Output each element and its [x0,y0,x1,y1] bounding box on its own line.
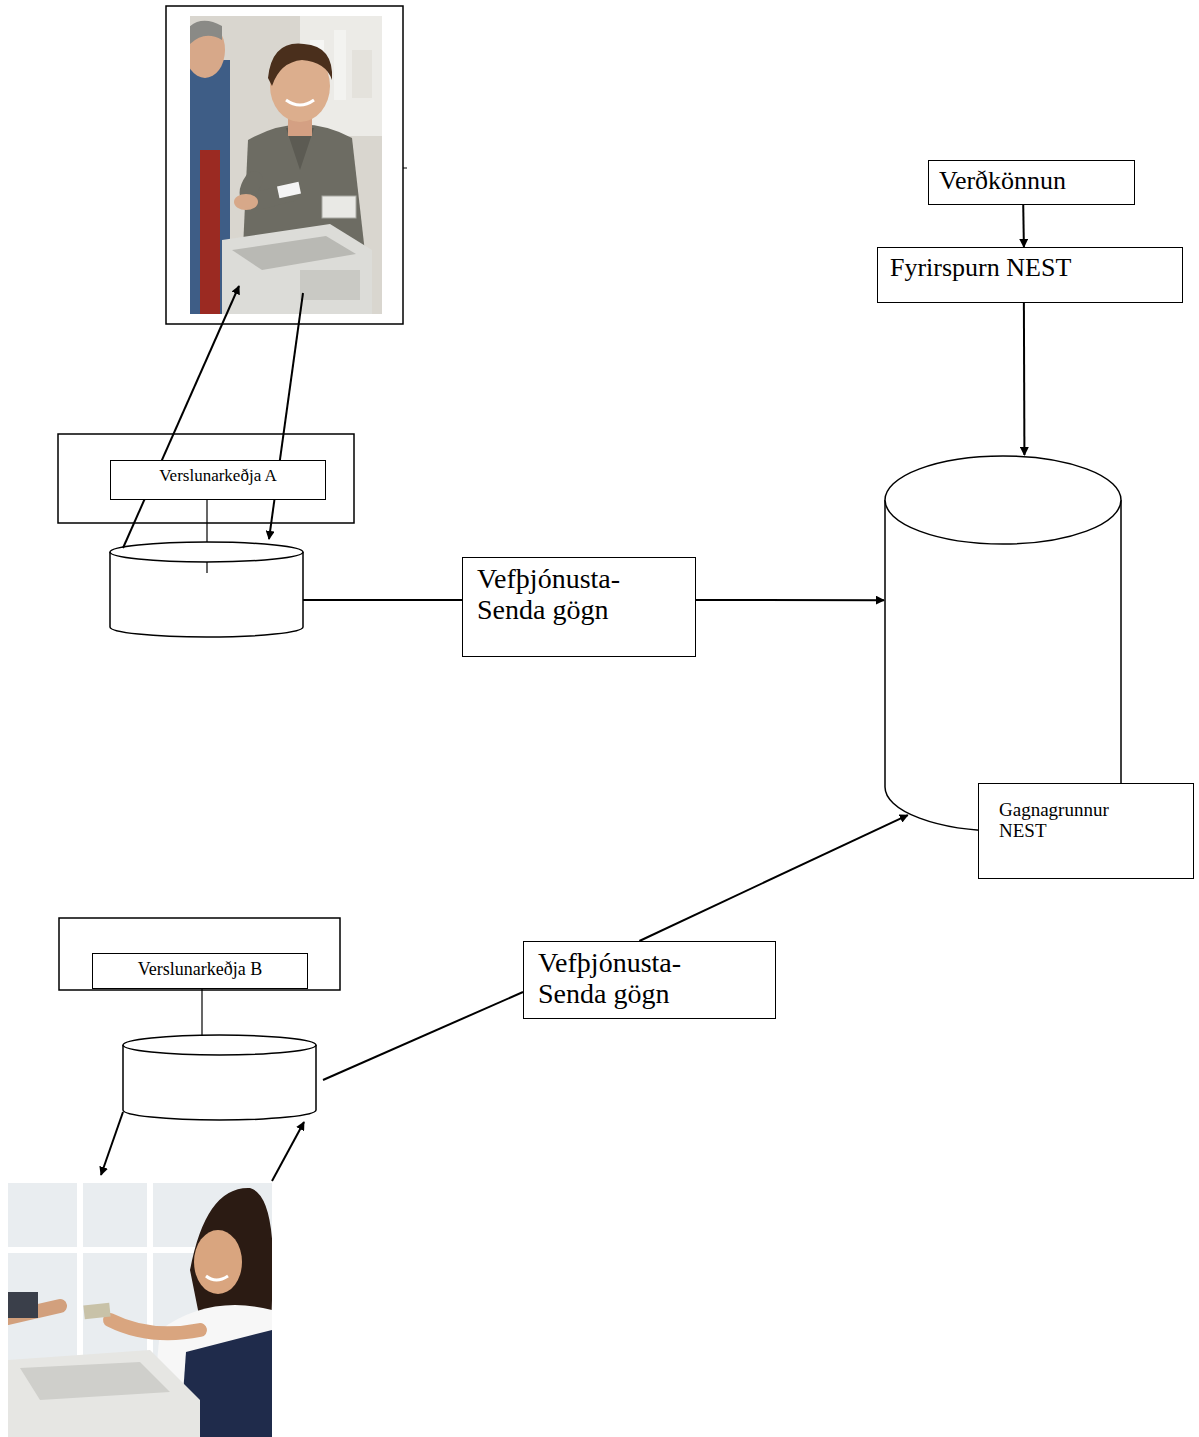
process-box: Verslunarkeðja B [92,953,308,989]
node-label: Verslunarkeðja A [119,467,317,486]
process-box: Verslunarkeðja A [110,460,326,500]
label-box: Gagnagrunnur NEST [978,783,1194,879]
flow-arrow [269,293,303,539]
link-line [303,599,462,601]
node-label: Fyrirspurn NEST [890,254,1170,283]
database-cylinder: Gagnagrunnur NEST [884,455,1122,832]
chain-frame [59,918,340,990]
flow-arrow [272,1122,304,1181]
flow-arrow [1022,205,1025,247]
photo-frame [166,6,403,324]
link-line [206,562,207,573]
node-label: Vefþjónusta- Senda gögn [538,948,738,1010]
node-label: Verðkönnun [939,167,1124,196]
tick-mark [403,168,407,169]
flow-arrow [1023,303,1026,455]
link-line [206,500,207,573]
cylinder-top [885,456,1121,544]
flow-arrow [696,599,884,601]
node-label: Vefþjónusta- Senda gögn [477,564,677,626]
link-line [323,992,523,1080]
cashier-photo [190,16,382,314]
node-label: Verslunarkeðja B [99,960,301,980]
cylinder-outline [884,455,1122,832]
cashier-photo [8,1183,272,1437]
database-cylinder [123,1035,316,1120]
flow-arrow [101,1112,123,1175]
flow-arrow [639,815,907,941]
cylinder-body [885,500,1121,831]
process-box: Verðkönnun [928,160,1135,205]
flow-arrow [123,286,239,548]
node-label: Gagnagrunnur NEST [999,800,1109,842]
chain-frame [58,434,354,523]
process-box: Vefþjónusta- Senda gögn [523,941,776,1019]
database-cylinder [110,542,303,637]
process-box: Fyrirspurn NEST [877,247,1183,303]
process-box: Vefþjónusta- Senda gögn [462,557,696,657]
link-line [201,986,202,1035]
